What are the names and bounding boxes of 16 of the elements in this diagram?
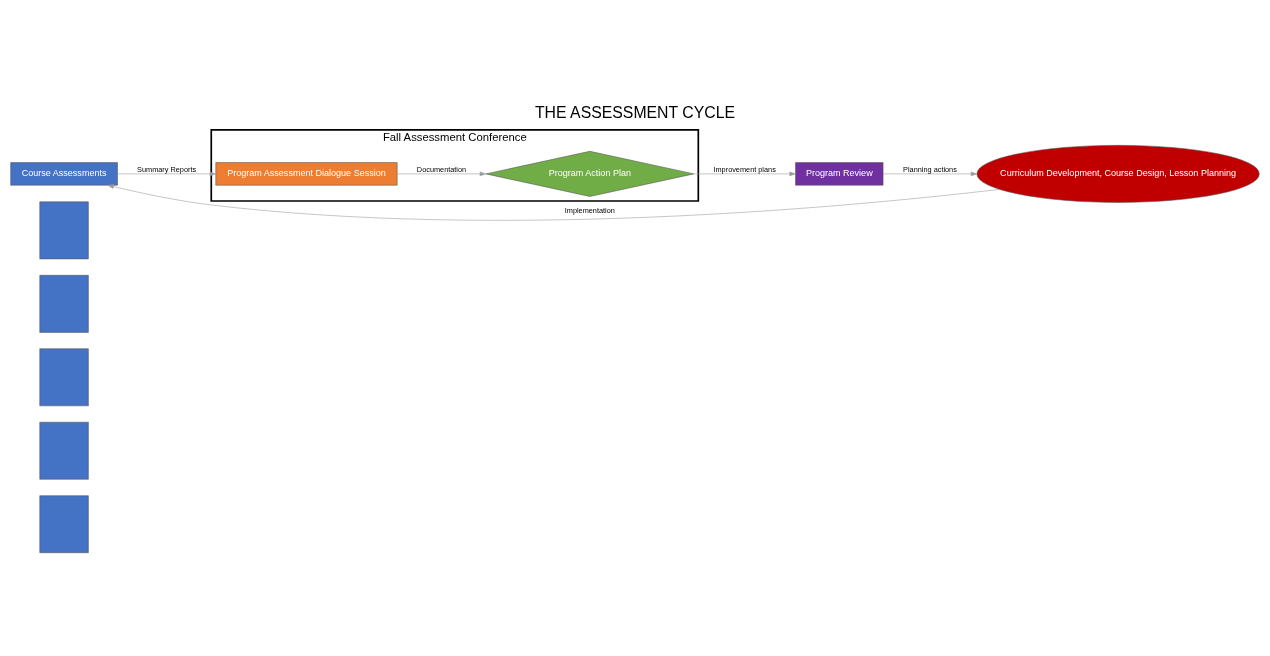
arrow [107,184,1000,221]
arrow [117,171,216,177]
node-diamond: Program Action Plan [485,151,695,197]
node-box: Program Assessment Dialogue Session [215,162,398,186]
node-box [39,421,89,480]
node-box: Course Assessments [10,162,118,186]
node-box [39,201,89,260]
node-box [39,348,89,407]
arrow [397,171,486,177]
node-ellipse: Curriculum Development, Course Design, Lesson Planning [976,145,1260,203]
node-box: Program Review [795,162,884,186]
arrow [882,171,978,177]
arrow [693,171,796,177]
diagram-title: THE ASSESSMENT CYCLE [534,104,736,122]
node-box [39,275,89,333]
node-box [39,495,89,554]
